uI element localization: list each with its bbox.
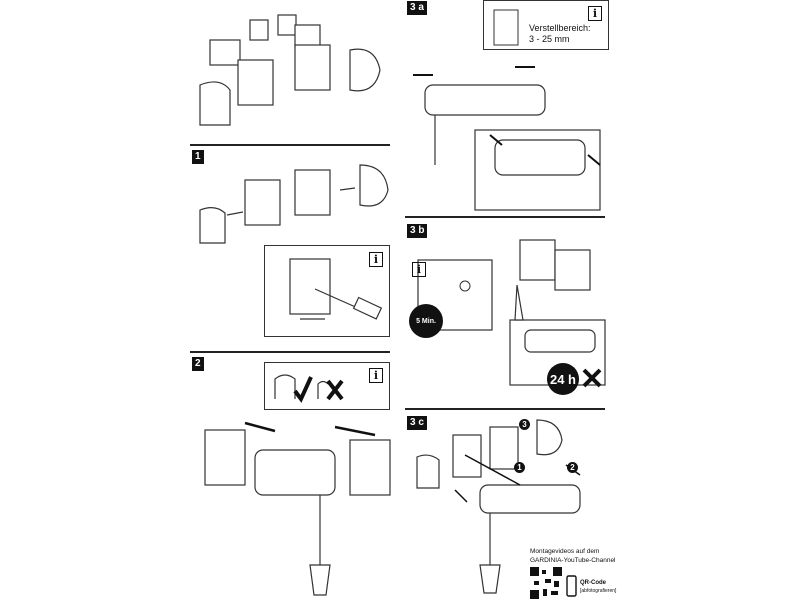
step-3c-label: 3 c	[407, 416, 427, 430]
step-3b-label: 3 b	[407, 224, 428, 238]
bracket-icon	[493, 9, 519, 46]
adjust-range: 3 - 25 mm	[529, 34, 570, 44]
step-3a-diagram	[413, 66, 601, 211]
wait-24h-badge: 24 h	[547, 363, 579, 395]
qr-label: QR-Code	[580, 580, 606, 586]
info-icon: i	[588, 6, 602, 21]
qr-sublabel: [abfotografieren]	[580, 588, 617, 594]
info-icon: i	[412, 262, 426, 277]
step-badge-2: 2	[567, 462, 578, 473]
step-1-diagram	[199, 164, 389, 244]
divider	[190, 144, 390, 146]
videos-line-2: GARDINIA-YouTube-Channel	[530, 557, 616, 564]
info-icon: i	[369, 368, 383, 383]
info-icon: i	[369, 252, 383, 267]
bracket-check-box: i	[264, 362, 390, 410]
step-3a-label: 3 a	[407, 1, 427, 15]
check-cross-diagram	[274, 374, 344, 403]
adjustment-info-box: i Verstellbereich: 3 - 25 mm	[483, 0, 609, 50]
step-3c-diagram	[416, 419, 581, 594]
qr-code[interactable]	[530, 567, 562, 599]
step-2-diagram	[204, 421, 391, 596]
wait-5-min-badge: 5 Min.	[409, 304, 443, 338]
screwdriver-info-box: i	[264, 245, 390, 337]
cross-icon	[582, 368, 602, 388]
step-1-label: 1	[192, 150, 204, 164]
step-3b-diagram	[509, 239, 606, 386]
adjust-label: Verstellbereich:	[529, 23, 591, 33]
step-badge-3: 3	[519, 419, 530, 430]
phone-icon	[566, 575, 577, 597]
screwdriver-diagram	[289, 258, 383, 320]
divider	[190, 351, 390, 353]
step-badge-1: 1	[514, 462, 525, 473]
videos-line-1: Montagevideos auf dem	[530, 548, 600, 555]
divider	[405, 408, 605, 410]
divider	[405, 216, 605, 218]
parts-exploded-diagram	[199, 14, 381, 126]
step-2-label: 2	[192, 357, 204, 371]
